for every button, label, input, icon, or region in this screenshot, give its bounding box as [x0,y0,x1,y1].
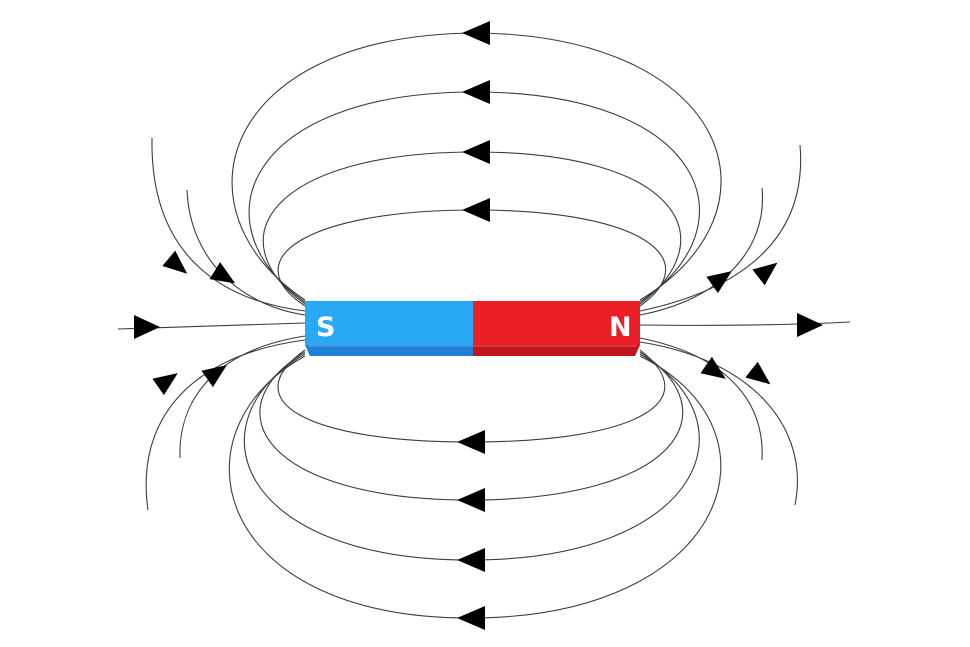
field-line-right-outer-bottom [639,341,798,506]
bar-magnet: S N [305,301,640,356]
magnet-south-shade [305,345,473,356]
arrow-top-2 [462,80,490,104]
south-pole-label: S [316,312,335,343]
field-line-right-inner-top [639,187,764,316]
arrow-left-inner-top [209,262,236,284]
field-arrows [134,21,823,630]
arrow-top-3 [462,140,490,164]
field-line-left-inner-bottom [179,335,306,459]
arrow-right-inner-bottom [700,356,726,379]
arrow-top-1 [462,21,490,45]
arrow-left-outer-top [162,250,188,274]
arrow-left-outer-bottom [152,373,178,396]
magnet-south-pole [305,301,473,345]
arrow-bottom-2 [457,488,485,512]
field-line-top-4 [277,209,667,307]
arrow-left-axis [134,315,160,339]
arrow-bottom-3 [457,548,485,572]
field-line-top-2 [248,91,701,303]
field-line-left-outer-top [151,137,306,312]
arrow-left-inner-bottom [201,365,227,388]
field-line-right-inner-bottom [639,337,763,461]
arrow-right-axis [797,313,823,337]
magnet-north-pole [473,301,640,345]
field-line-right-axis [639,321,851,326]
magnet-north-shade [473,345,640,356]
field-line-bottom-2 [259,351,684,501]
arrow-right-inner-top [706,271,732,294]
field-line-top-1 [231,32,722,301]
arrow-bottom-1 [457,430,485,454]
field-line-bottom-3 [243,353,700,561]
field-line-bottom-1 [277,349,666,443]
arrow-right-outer-top [752,262,778,286]
north-pole-label: N [609,312,632,343]
arrow-right-outer-bottom [745,361,771,385]
field-line-right-outer-top [639,144,802,312]
arrow-bottom-4 [457,606,485,630]
arrow-top-4 [462,198,490,222]
field-line-left-outer-bottom [145,339,306,511]
field-line-bottom-4 [228,355,722,619]
